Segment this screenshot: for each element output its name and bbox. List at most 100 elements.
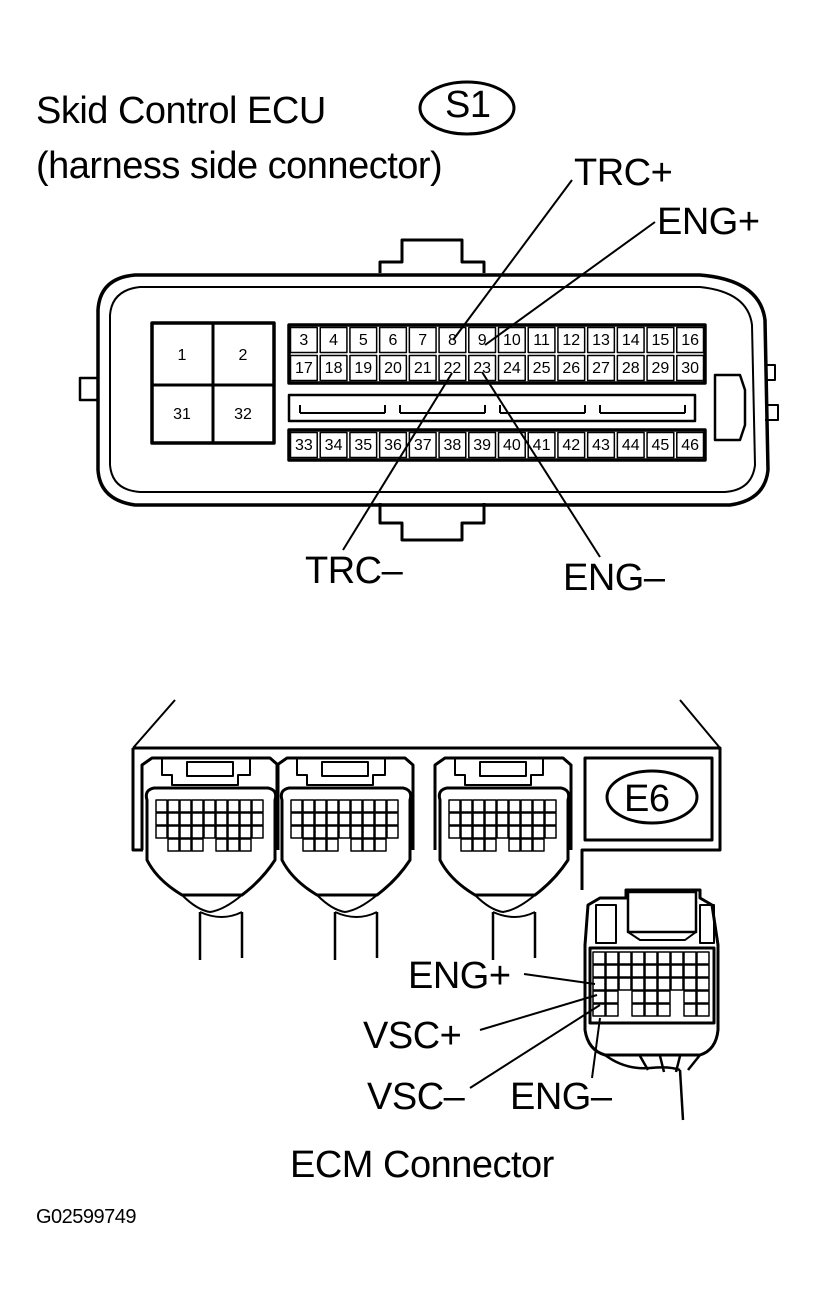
pin-43: 43 — [592, 437, 610, 454]
pin-22: 22 — [444, 360, 462, 377]
ecm-label-eng-minus: ENG– — [510, 1076, 612, 1118]
pin-cell-16 — [676, 326, 705, 354]
pin-33: 33 — [295, 437, 313, 454]
small-pin — [592, 951, 606, 965]
pin-cell-23 — [468, 354, 497, 382]
skid-big-pin-block — [150, 321, 276, 445]
pin-41: 41 — [533, 437, 551, 454]
pin-cell-19 — [349, 354, 378, 382]
small-pin — [670, 977, 684, 991]
small-pin — [618, 977, 632, 991]
small-pin — [605, 990, 619, 1004]
leader-ecm-eng-minus — [591, 1017, 601, 1079]
small-pin — [657, 990, 671, 1004]
pin-cell-25 — [527, 354, 556, 382]
pin-cell-36 — [378, 431, 408, 459]
title-line1: Skid Control ECU — [36, 90, 326, 132]
big-pin-32: 32 — [234, 406, 252, 423]
pin-cell-13 — [586, 326, 616, 354]
big-pin-31: 31 — [173, 406, 191, 423]
pin-cell-42 — [557, 431, 586, 459]
pin-cell-22 — [438, 354, 467, 382]
small-pin — [696, 964, 710, 978]
big-pin-2: 2 — [239, 347, 248, 364]
leader-eng-plus — [484, 221, 656, 346]
ecm-label-vsc-plus: VSC+ — [363, 1015, 462, 1057]
pin-cell-46 — [676, 431, 705, 459]
pin-5: 5 — [359, 332, 368, 349]
pin-cell-35 — [349, 431, 378, 459]
small-pin — [696, 977, 710, 991]
pin-29: 29 — [652, 360, 670, 377]
pin-14: 14 — [622, 332, 640, 349]
leader-ecm-vsc-plus — [479, 994, 598, 1031]
pin-cell-34 — [319, 431, 348, 459]
ecm-plugs — [140, 756, 573, 960]
ecm-plug-3 — [433, 756, 573, 960]
figure-id: G02599749 — [36, 1206, 137, 1228]
pin-cell-8 — [438, 326, 467, 354]
pin-cell-28 — [616, 354, 645, 382]
pin-cell-3 — [289, 326, 318, 354]
leader-trc-minus — [342, 372, 453, 551]
small-pin — [683, 990, 697, 1004]
pin-cell-18 — [319, 354, 348, 382]
small-pin — [631, 990, 645, 1004]
ecm-plug-2 — [275, 756, 415, 960]
ecm-caption: ECM Connector — [290, 1144, 554, 1186]
pin-cell-4 — [319, 326, 348, 354]
leader-ecm-vsc-minus — [469, 1004, 601, 1089]
pin-4: 4 — [329, 332, 338, 349]
small-pin — [657, 977, 671, 991]
small-pin — [631, 951, 645, 965]
label-trc-minus: TRC– — [305, 550, 403, 592]
pin-17: 17 — [295, 360, 313, 377]
small-pin — [644, 977, 658, 991]
connector-code-s1: S1 — [445, 84, 491, 126]
pin-24: 24 — [503, 360, 521, 377]
pin-8: 8 — [448, 332, 457, 349]
pin-cell-27 — [586, 354, 616, 382]
pin-11: 11 — [533, 332, 550, 349]
small-connector-pins — [592, 951, 710, 1017]
pin-cell-29 — [646, 354, 675, 382]
leader-trc-plus — [452, 179, 573, 341]
small-pin — [696, 990, 710, 1004]
ecm-connector-body — [131, 699, 722, 890]
pin-cell-30 — [676, 354, 705, 382]
pin-37: 37 — [414, 437, 432, 454]
pin-19: 19 — [354, 360, 372, 377]
pin-45: 45 — [652, 437, 670, 454]
ecm-label-eng-plus: ENG+ — [408, 955, 511, 997]
title-line2: (harness side connector) — [36, 145, 443, 187]
small-pin — [592, 964, 606, 978]
pin-7: 7 — [418, 332, 427, 349]
s1-oval — [418, 80, 516, 136]
small-pin — [644, 964, 658, 978]
pin-34: 34 — [325, 437, 343, 454]
pin-cell-11 — [527, 326, 556, 354]
small-pin — [683, 951, 697, 965]
skid-pin-grid-lower — [287, 428, 707, 462]
small-pin — [605, 951, 619, 965]
pin-cell-38 — [438, 431, 467, 459]
pin-15: 15 — [652, 332, 670, 349]
small-pin — [605, 1003, 619, 1017]
pin-18: 18 — [325, 360, 343, 377]
pin-27: 27 — [592, 360, 610, 377]
pin-cell-44 — [616, 431, 645, 459]
small-pin — [644, 951, 658, 965]
pin-21: 21 — [414, 360, 432, 377]
small-pin — [631, 1003, 645, 1017]
leader-eng-minus — [481, 371, 601, 558]
skid-connector-housing — [78, 238, 779, 542]
leader-ecm-eng-plus — [523, 973, 596, 985]
pin-3: 3 — [299, 332, 308, 349]
pin-20: 20 — [384, 360, 402, 377]
pin-cell-6 — [378, 326, 408, 354]
pin-35: 35 — [354, 437, 372, 454]
pin-6: 6 — [389, 332, 398, 349]
pin-cell-12 — [557, 326, 586, 354]
pin-16: 16 — [681, 332, 699, 349]
